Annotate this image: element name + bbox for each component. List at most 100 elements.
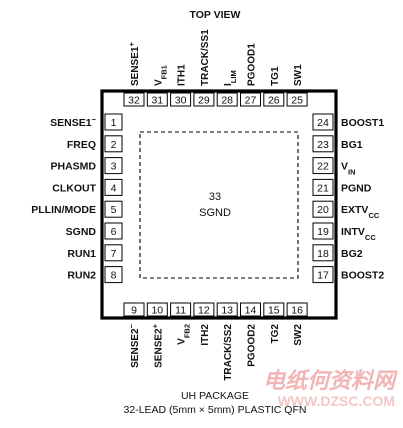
pin-name-bg1: BG1	[341, 139, 363, 151]
center-pin-number: 33	[209, 191, 221, 203]
pin-name-bg2: BG2	[341, 248, 363, 260]
pin-number: 31	[151, 95, 163, 107]
pin-pad	[312, 178, 334, 196]
center-pin-name: SGND	[199, 207, 231, 219]
pin-4: 4 CLKOUT	[52, 178, 123, 196]
pin-number: 16	[291, 305, 303, 317]
pin-pad	[104, 200, 123, 218]
pin-19: 19 INTVCC	[312, 222, 376, 242]
pin-17: 17 BOOST2	[312, 266, 384, 284]
pin-name-freq: FREQ	[67, 139, 96, 151]
pin-pad	[104, 222, 123, 240]
pin-name-sense2: SENSE2−	[127, 323, 142, 367]
pin-number: 19	[317, 226, 329, 238]
pin-name-sw1: SW1	[293, 64, 304, 86]
pin-name-track-ss1: TRACK/SS1	[200, 29, 211, 86]
pin-name-sense1: SENSE1−	[50, 115, 96, 130]
pin-name-extv: EXTVCC	[341, 204, 380, 220]
pin-number: 2	[111, 139, 117, 151]
package-label: UH PACKAGE	[181, 390, 249, 402]
pin-number: 7	[111, 248, 117, 260]
pin-number: 17	[317, 270, 329, 282]
pin-pad	[104, 244, 123, 262]
pin-pad	[193, 302, 215, 317]
pin-pad	[312, 113, 334, 131]
pin-pad	[104, 266, 123, 284]
pin-pad	[312, 244, 334, 262]
pin-number: 14	[245, 305, 257, 317]
pin-name-sgnd: SGND	[66, 226, 97, 238]
pin-name-pgood2: PGOOD2	[247, 324, 258, 367]
pin-number: 6	[111, 226, 117, 238]
pin-number: 4	[111, 182, 117, 194]
pin-number: 13	[221, 305, 233, 317]
pin-number: 32	[128, 95, 140, 107]
pin-name-track-ss2: TRACK/SS2	[223, 324, 234, 381]
pin-pad	[312, 200, 334, 218]
pin-number: 25	[291, 95, 303, 107]
package-body	[100, 89, 338, 320]
pin-name-sense2: SENSE2+	[150, 323, 165, 367]
pin-pad	[123, 302, 145, 317]
pin-number: 27	[245, 95, 257, 107]
pin-name-pgnd: PGND	[341, 182, 372, 194]
pin-name-boost2: BOOST2	[341, 270, 384, 282]
pin-name-tg1: TG1	[270, 66, 281, 86]
pin-pad	[312, 222, 334, 240]
watermark-text: 电纸何资料网	[263, 368, 398, 393]
pin-name-v: VIN	[341, 161, 356, 177]
pin-pad	[286, 92, 308, 107]
pin-name-clkout: CLKOUT	[52, 182, 96, 194]
pin-name-v: VFB2	[177, 324, 192, 345]
pin-6: 6 SGND	[66, 222, 123, 240]
pin-name-boost1: BOOST1	[341, 117, 384, 129]
pin-2: 2 FREQ	[67, 135, 123, 153]
pin-name-i: ILIM	[223, 70, 238, 86]
pin-pad	[104, 157, 123, 175]
pin-name-run1: RUN1	[67, 248, 96, 260]
pin-name-sense1: SENSE1+	[127, 42, 142, 86]
pin-32: 32 SENSE1+	[123, 42, 145, 107]
pin-pad	[170, 92, 192, 107]
pin-pad	[240, 92, 261, 107]
pin-pad	[312, 157, 334, 175]
pin-number: 30	[175, 95, 187, 107]
pin-name-run2: RUN2	[67, 270, 96, 282]
pin-pad	[263, 92, 285, 107]
pin-name-intv: INTVCC	[341, 226, 376, 242]
pin-pad	[104, 178, 123, 196]
pin-number: 21	[317, 182, 329, 194]
pin-pad	[104, 135, 123, 153]
pin-number: 11	[175, 305, 186, 317]
pin-pad	[104, 113, 123, 131]
package-description: 32-LEAD (5mm × 5mm) PLASTIC QFN	[124, 404, 307, 416]
pin-pad	[216, 92, 238, 107]
pin-23: 23 BG1	[312, 135, 363, 153]
pin-name-tg2: TG2	[270, 324, 281, 344]
pin-7: 7 RUN1	[67, 244, 123, 262]
pin-pad	[216, 302, 238, 317]
pin-name-sw2: SW2	[293, 324, 304, 346]
pin-pad	[240, 302, 261, 317]
exposed-pad	[139, 131, 299, 279]
pin-number: 23	[317, 139, 329, 151]
